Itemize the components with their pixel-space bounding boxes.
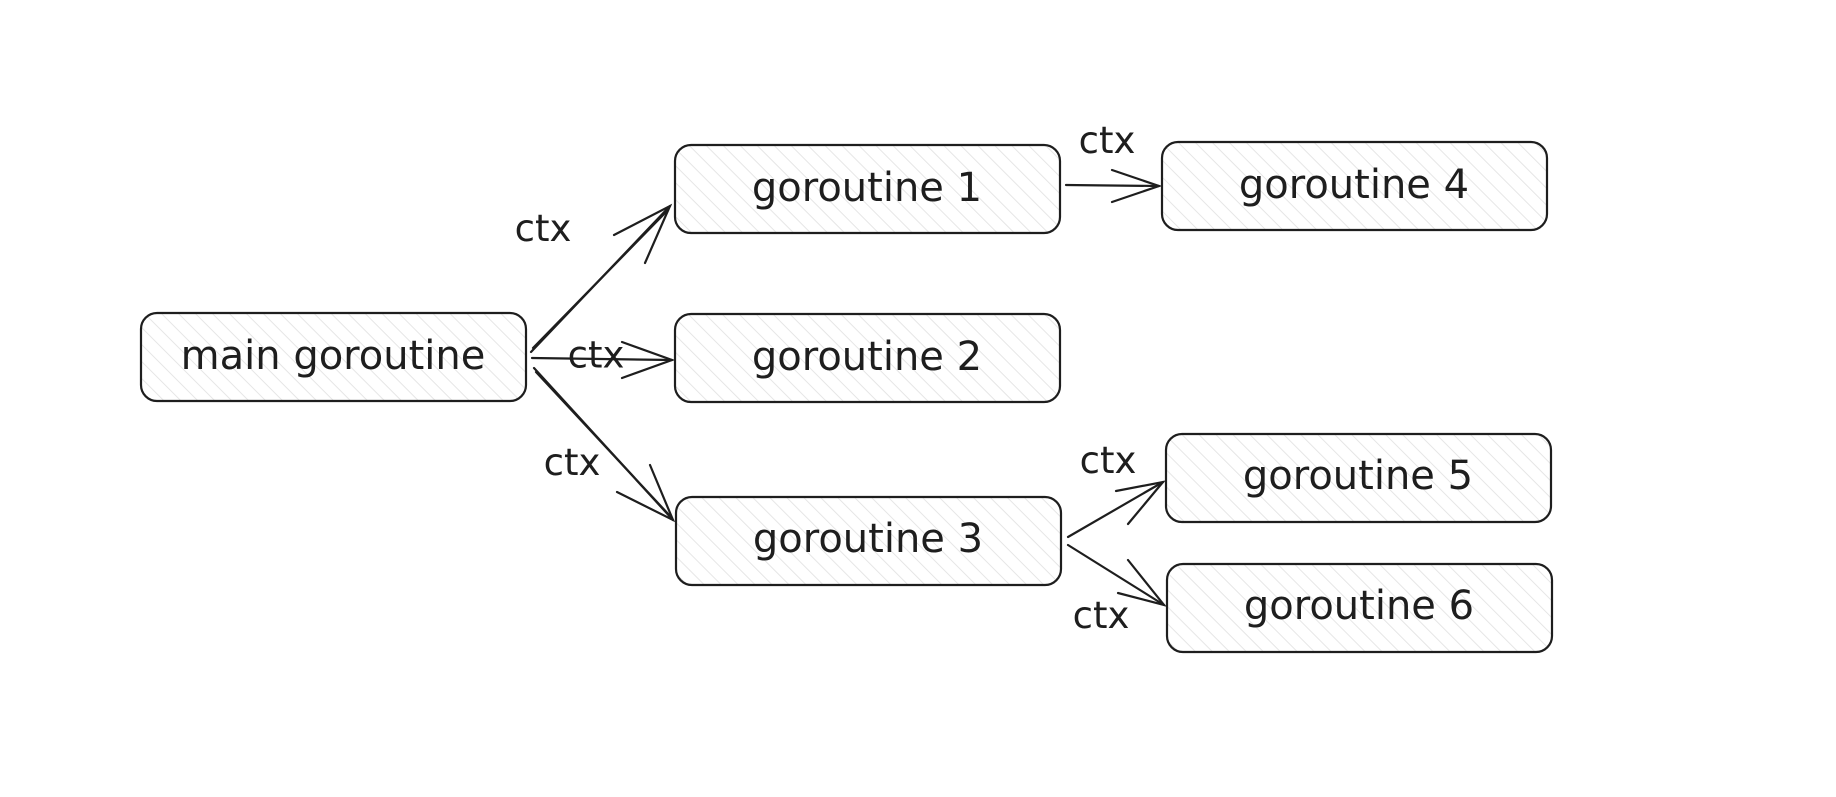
edge-goroutine-3-to-goroutine-6-label: ctx (1073, 594, 1130, 637)
node-goroutine-6: goroutine 6 (1165, 562, 1554, 654)
edge-goroutine-1-to-goroutine-4: ctx (1064, 119, 1163, 204)
edge-goroutine-3-to-goroutine-6: ctx (1066, 543, 1167, 637)
edge-goroutine-3-to-goroutine-5: ctx (1066, 439, 1166, 539)
edge-goroutine-3-to-goroutine-5-label: ctx (1080, 439, 1137, 482)
edge-main-to-goroutine-2-arrowhead (620, 340, 676, 380)
node-goroutine-1-box (673, 143, 1062, 235)
node-goroutine-4: goroutine 4 (1160, 140, 1549, 232)
node-goroutine-2-box (673, 312, 1062, 404)
node-goroutine-3: goroutine 3 (674, 495, 1063, 587)
node-goroutine-1-label: goroutine 1 (752, 165, 982, 211)
edge-goroutine-3-to-goroutine-6-line (1066, 543, 1166, 607)
node-goroutine-4-label: goroutine 4 (1239, 162, 1469, 208)
edge-goroutine-1-to-goroutine-4-arrowhead (1110, 168, 1163, 204)
node-goroutine-2-label: goroutine 2 (752, 334, 982, 380)
edge-main-to-goroutine-2-label: ctx (568, 334, 625, 377)
edge-goroutine-3-to-goroutine-6-arrowhead (1116, 558, 1167, 607)
edge-main-to-goroutine-3-arrowhead (615, 463, 676, 523)
edge-goroutine-3-to-goroutine-5-arrowhead (1114, 480, 1166, 526)
node-goroutine-3-label: goroutine 3 (753, 516, 983, 562)
node-main-goroutine-label: main goroutine (181, 333, 486, 379)
edge-main-to-goroutine-1-arrowhead (612, 203, 673, 265)
edge-main-to-goroutine-3-label: ctx (544, 441, 601, 484)
edge-main-to-goroutine-2-line (530, 356, 674, 362)
edge-main-to-goroutine-1-line-sketch (531, 208, 670, 350)
node-goroutine-6-box (1165, 562, 1554, 654)
edge-main-to-goroutine-3: ctx (532, 366, 676, 523)
edge-goroutine-1-to-goroutine-4-label: ctx (1079, 119, 1136, 162)
node-goroutine-2: goroutine 2 (673, 312, 1062, 404)
node-goroutine-5-label: goroutine 5 (1243, 453, 1473, 499)
edge-main-to-goroutine-1-label: ctx (515, 207, 572, 250)
edge-goroutine-3-to-goroutine-5-line (1066, 480, 1165, 539)
edge-main-to-goroutine-2: ctx (530, 334, 676, 380)
node-goroutine-5-box (1164, 432, 1553, 524)
node-goroutine-3-box (674, 495, 1063, 587)
node-goroutine-1: goroutine 1 (673, 143, 1062, 235)
edge-main-to-goroutine-1: ctx (515, 203, 673, 354)
node-main-goroutine: main goroutine (139, 311, 528, 403)
edge-goroutine-1-to-goroutine-4-line (1064, 183, 1161, 188)
node-goroutine-5: goroutine 5 (1164, 432, 1553, 524)
node-main-goroutine-box (139, 311, 528, 403)
edge-main-to-goroutine-3-line-sketch (534, 370, 673, 519)
node-goroutine-6-label: goroutine 6 (1244, 583, 1474, 629)
